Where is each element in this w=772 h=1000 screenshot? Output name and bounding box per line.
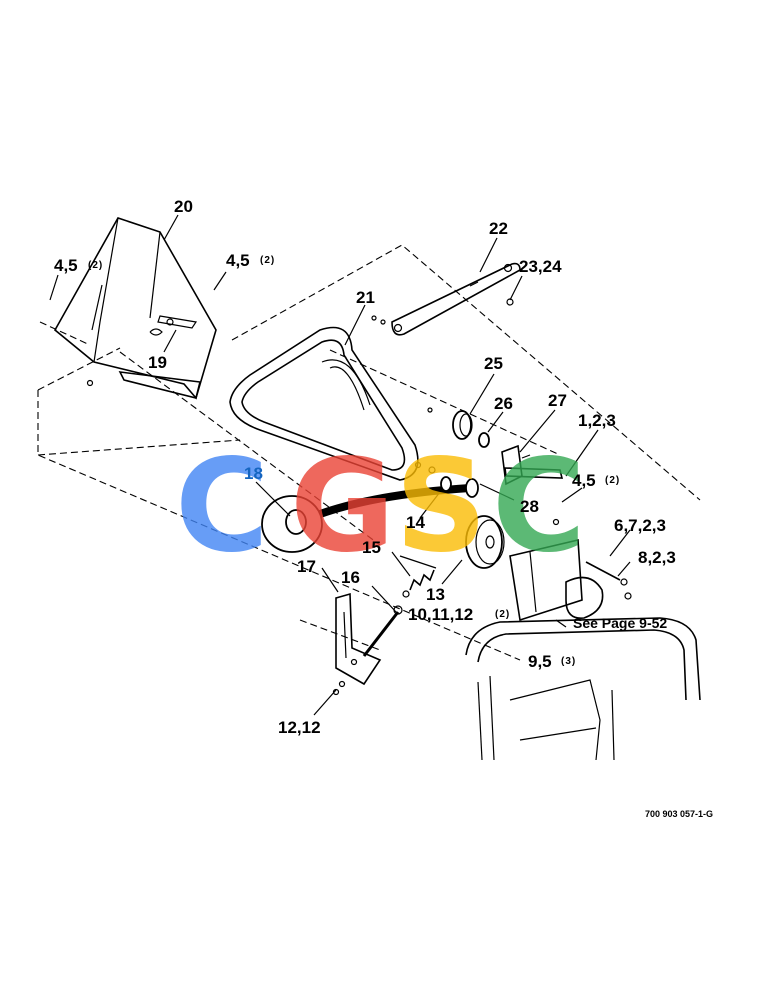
machine-frame	[465, 617, 701, 761]
watermark-letter-c2: C	[492, 432, 586, 581]
callout-13: 13	[426, 585, 445, 604]
pulley-13	[465, 515, 505, 569]
callout-4-5-top-mid-qty: (2)	[260, 255, 275, 266]
callout-1-2-3: 1,2,3	[578, 411, 616, 430]
callout-17: 17	[297, 557, 316, 576]
belt-guard	[53, 217, 217, 400]
idler-pulley	[427, 407, 490, 448]
callout-23-24: 23,24	[519, 257, 562, 276]
callout-4-5-right: 4,5	[572, 471, 596, 490]
callout-10-11-12: 10,11,12	[408, 605, 473, 624]
callout-20: 20	[174, 197, 193, 216]
callout-12-12: 12,12	[278, 718, 321, 737]
watermark-letter-c1: C	[175, 432, 269, 581]
adjusting-rod	[362, 605, 403, 657]
tension-spring	[402, 569, 435, 598]
callout-4-5-right-qty: (2)	[605, 475, 620, 486]
callout-21: 21	[356, 288, 375, 307]
callout-4-5-top-left: 4,5	[54, 256, 78, 275]
callout-22: 22	[489, 219, 508, 238]
watermark: C G S C	[175, 432, 586, 581]
callout-10-11-12-qty: (2)	[495, 609, 510, 620]
watermark-letter-s: S	[395, 432, 487, 581]
callout-25: 25	[484, 354, 503, 373]
callout-labels: 20 4,5 (2) 4,5 (2) 19 22 23,24 21 25 26 …	[54, 197, 713, 819]
callout-6-7-2-3: 6,7,2,3	[614, 516, 666, 535]
reference-note: See Page 9-52	[573, 615, 667, 631]
callout-26: 26	[494, 394, 513, 413]
mount-plate	[509, 518, 632, 622]
callout-14: 14	[406, 513, 425, 532]
leader-lines	[49, 214, 631, 716]
callout-4-5-top-left-qty: (2)	[88, 260, 103, 271]
idler-bracket	[501, 444, 564, 486]
drawing-code: 700 903 057-1-G	[645, 809, 713, 819]
v-belt	[229, 326, 419, 481]
pulley-18	[261, 495, 323, 553]
callout-9-5-qty: (3)	[561, 656, 576, 667]
callout-16: 16	[341, 568, 360, 587]
callout-4-5-top-mid: 4,5	[226, 251, 250, 270]
callout-9-5: 9,5	[528, 652, 552, 671]
callout-28: 28	[520, 497, 539, 516]
callout-19: 19	[148, 353, 167, 372]
callout-15: 15	[362, 538, 381, 557]
watermark-letter-g: G	[290, 432, 395, 581]
callout-8-2-3: 8,2,3	[638, 548, 676, 567]
callout-27: 27	[548, 391, 567, 410]
support-bar	[371, 262, 521, 336]
callout-18: 18	[244, 464, 263, 483]
